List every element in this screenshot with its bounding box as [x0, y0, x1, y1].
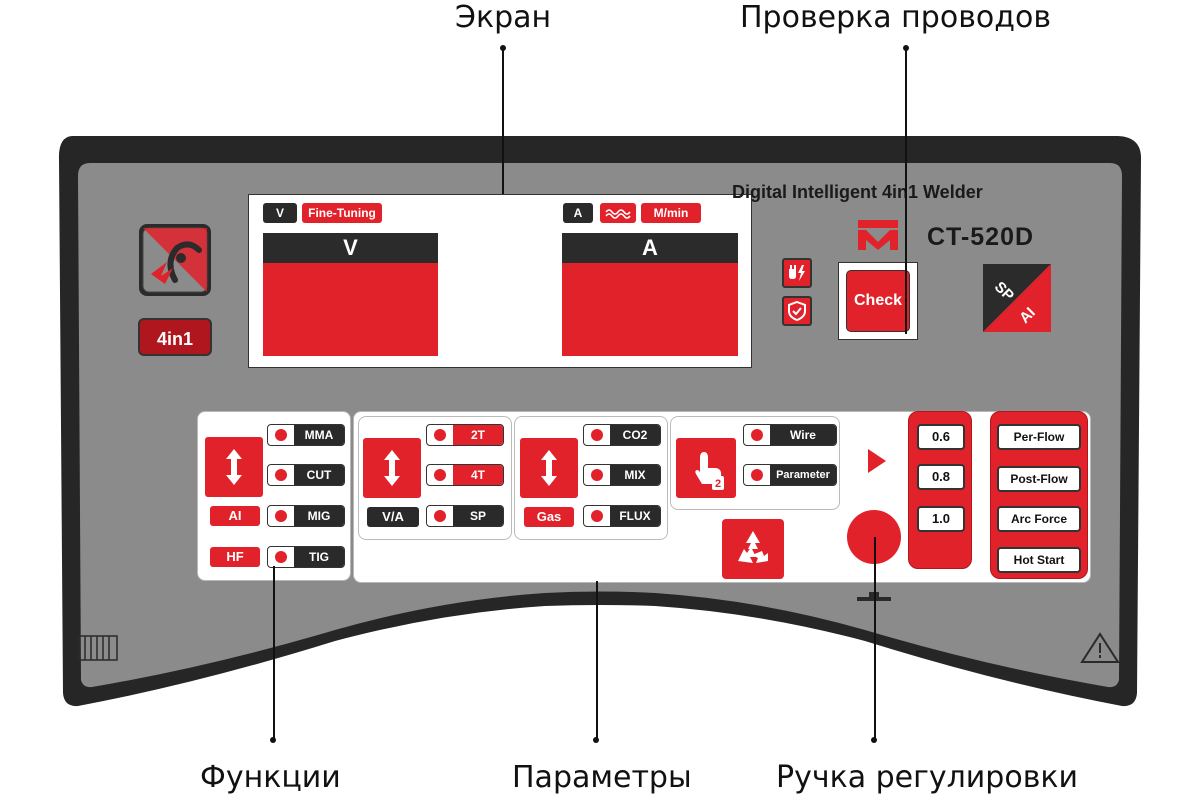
touch-hand-icon: 2 [695, 452, 724, 490]
pre-flow-button[interactable]: Per-Flow [997, 424, 1081, 450]
vent-icon [78, 635, 118, 661]
brand-logo [858, 220, 898, 250]
ai-function-label: AI [210, 506, 260, 526]
leader-dot-functions [270, 737, 276, 743]
product-line-title: Digital Intelligent 4in1 Welder [732, 182, 983, 202]
trigger-4t[interactable]: 4T [426, 464, 504, 486]
led-indicator [275, 469, 287, 481]
display-fine-tuning-tag: Fine-Tuning [302, 203, 382, 223]
led-indicator [275, 551, 287, 563]
callout-check-wires: Проверка проводов [740, 0, 1052, 35]
display-wave-tag [600, 203, 636, 223]
callout-parameters: Параметры [512, 760, 692, 795]
gas-mix[interactable]: MIX [583, 464, 661, 486]
check-button[interactable]: Check [846, 270, 910, 332]
plug-bolt-icon [789, 265, 805, 281]
up-down-arrow-icon [384, 450, 400, 486]
trigger-2t-label: 2T [453, 425, 503, 445]
m-logo-icon [858, 220, 898, 250]
display-amp-header: A [562, 233, 738, 263]
led-indicator [434, 469, 446, 481]
parameter-select[interactable]: Parameter [743, 464, 837, 486]
led-indicator [751, 429, 763, 441]
trigger-sp[interactable]: SP [426, 505, 504, 527]
leader-line-check [905, 48, 907, 334]
hf-function-label: HF [210, 547, 260, 567]
gas-mix-label: MIX [610, 465, 660, 485]
hot-start-button[interactable]: Hot Start [997, 547, 1081, 573]
wave-icon [605, 209, 631, 219]
mode-mig[interactable]: MIG [267, 505, 345, 527]
display-amp-screen [562, 263, 738, 356]
functions-select-button[interactable] [205, 437, 263, 497]
led-indicator [434, 510, 446, 522]
led-indicator [751, 469, 763, 481]
trigger-2t[interactable]: 2T [426, 424, 504, 446]
va-label: V/A [367, 507, 419, 527]
wire-label: Wire [770, 425, 836, 445]
display-amp-tag: A [563, 203, 593, 223]
recycle-icon [738, 531, 768, 563]
wire-select-button[interactable]: 2 [676, 438, 736, 498]
welder-logo [137, 222, 213, 298]
callout-screen: Экран [455, 0, 552, 35]
leader-dot-knob [871, 737, 877, 743]
parameter-label: Parameter [770, 465, 836, 485]
leader-line-screen [502, 48, 504, 194]
led-indicator [434, 429, 446, 441]
trigger-sp-label: SP [453, 506, 503, 526]
display-volt-screen [263, 263, 438, 356]
leader-line-functions [273, 566, 275, 740]
mode-cut-label: CUT [294, 465, 344, 485]
trigger-4t-label: 4T [453, 465, 503, 485]
mode-cut[interactable]: CUT [267, 464, 345, 486]
callout-functions: Функции [200, 760, 341, 795]
mode-mma-label: MMA [294, 425, 344, 445]
sp-ai-icon [983, 264, 1051, 332]
play-arrow-icon [866, 447, 888, 475]
mode-tig-label: TIG [294, 547, 344, 567]
svg-text:2: 2 [715, 478, 721, 490]
model-name: CT-520D [927, 223, 1035, 251]
callout-knob: Ручка регулировки [776, 760, 1078, 795]
led-indicator [591, 510, 603, 522]
display-volt-header: V [263, 233, 438, 263]
gas-flux-label: FLUX [610, 506, 660, 526]
mode-tig[interactable]: TIG [267, 546, 345, 568]
post-flow-button[interactable]: Post-Flow [997, 466, 1081, 492]
arc-force-button[interactable]: Arc Force [997, 506, 1081, 532]
leader-line-knob [874, 537, 876, 740]
gas-flux[interactable]: FLUX [583, 505, 661, 527]
wire-select[interactable]: Wire [743, 424, 837, 446]
led-indicator [591, 469, 603, 481]
badge-4in1: 4in1 [138, 318, 212, 356]
led-indicator [275, 510, 287, 522]
power-indicator [782, 258, 812, 288]
leader-dot-parameters [593, 737, 599, 743]
reset-button[interactable] [722, 519, 784, 579]
protection-indicator [782, 296, 812, 326]
diameter-0-8[interactable]: 0.8 [917, 464, 965, 490]
trigger-select-button[interactable] [363, 438, 421, 498]
gas-select-button[interactable] [520, 438, 578, 498]
gas-label: Gas [524, 507, 574, 527]
gas-co2[interactable]: CO2 [583, 424, 661, 446]
welding-torch-icon [139, 224, 211, 296]
mode-mma[interactable]: MMA [267, 424, 345, 446]
display-mmin-tag: M/min [641, 203, 701, 223]
mode-mig-label: MIG [294, 506, 344, 526]
diameter-0-6[interactable]: 0.6 [917, 424, 965, 450]
up-down-arrow-icon [541, 450, 557, 486]
warning-triangle-icon [1080, 632, 1120, 663]
led-indicator [591, 429, 603, 441]
up-down-arrow-icon [226, 449, 242, 485]
diameter-1-0[interactable]: 1.0 [917, 506, 965, 532]
sp-ai-badge [983, 264, 1051, 332]
display-volt-tag: V [263, 203, 297, 223]
gas-co2-label: CO2 [610, 425, 660, 445]
led-indicator [275, 429, 287, 441]
leader-line-parameters [596, 581, 598, 740]
shield-check-icon [788, 300, 806, 322]
